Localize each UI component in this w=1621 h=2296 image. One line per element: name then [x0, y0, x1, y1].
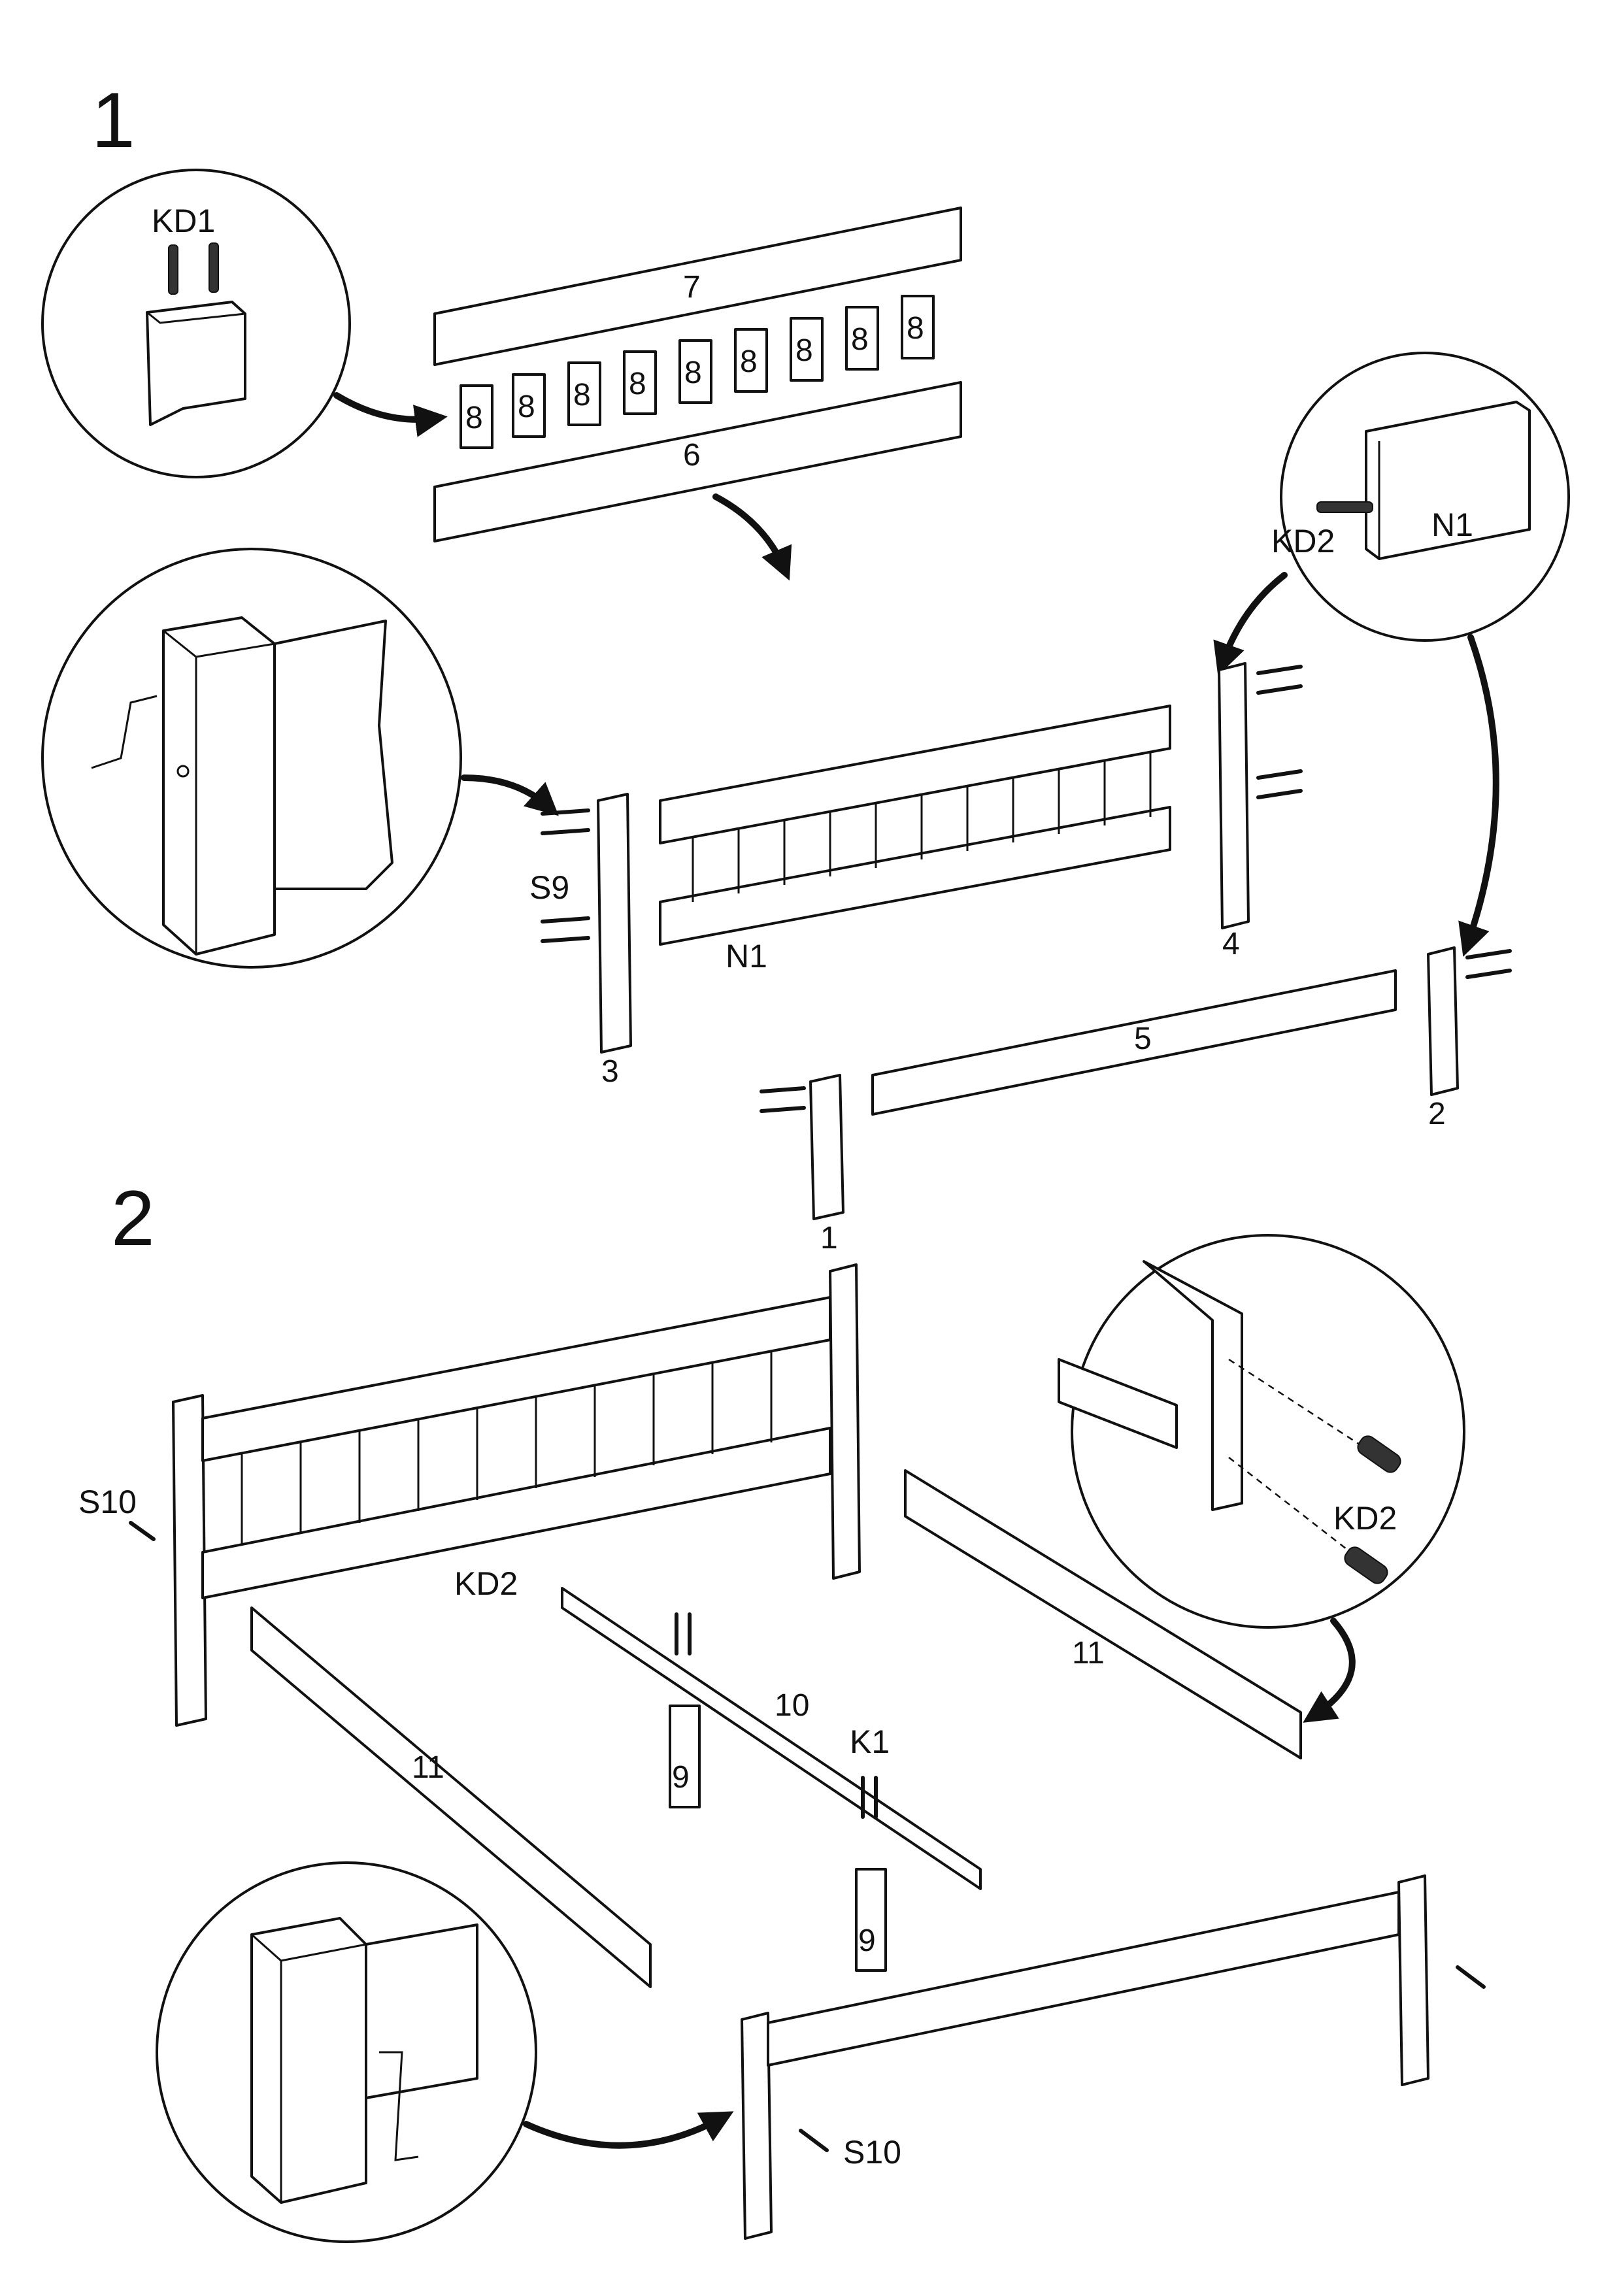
slat-detail: [146, 301, 246, 426]
label-kd2-step2: KD2: [454, 1565, 518, 1602]
svg-text:8: 8: [629, 367, 646, 401]
bolt-icon: [129, 1521, 1486, 2152]
part-7-label: 7: [683, 270, 701, 305]
detail-kd2-n1: KD2 N1: [1271, 352, 1570, 642]
svg-text:8: 8: [740, 344, 758, 379]
headboard-leg-right: [829, 1263, 861, 1580]
svg-text:8: 8: [851, 322, 869, 357]
arrow-icon: [333, 392, 448, 437]
svg-text:8: 8: [518, 390, 535, 424]
arrow-icon: [1303, 1618, 1356, 1723]
footboard-rail: [767, 1891, 1400, 2067]
part-2-label: 2: [1428, 1097, 1446, 1131]
slat-8: 8: [512, 373, 546, 438]
svg-text:8: 8: [465, 401, 483, 435]
part-3-label: 3: [601, 1054, 619, 1089]
arrow-icon: [1458, 634, 1499, 957]
detail-kd1: KD1: [41, 169, 351, 478]
dowel-icon: [1344, 1546, 1388, 1584]
part-6-label: 6: [683, 438, 701, 473]
dowel-icon: [168, 244, 178, 295]
support-leg-9: 9: [855, 1868, 887, 1972]
slat-8: 8: [678, 339, 712, 404]
detail-allen-key-footboard: [156, 1861, 537, 2243]
dowel-icon: [1357, 1435, 1401, 1473]
bolt-icon: [1465, 949, 1512, 979]
arrow-icon: [461, 774, 559, 816]
label-kd2: KD2: [1271, 523, 1335, 559]
label-s10-right: S10: [843, 2134, 901, 2171]
dowel-icon: [1316, 501, 1373, 513]
headboard-assembly-exploded: 7 6 8 8 8 8 8 8 8 8 8: [433, 207, 962, 542]
support-leg-9: 9: [669, 1705, 701, 1808]
slat-8: 8: [567, 361, 601, 426]
part-5-label: 5: [1134, 1022, 1152, 1056]
arrow-icon: [523, 2111, 734, 2149]
part-4-label: 4: [1222, 927, 1240, 961]
leg-2: [1427, 946, 1459, 1096]
part-10-label: 10: [775, 1688, 809, 1723]
leg-1: [809, 1074, 844, 1220]
allen-key-icon: [91, 695, 158, 769]
part-11-left-label: 11: [412, 1750, 444, 1785]
arrow-icon: [712, 493, 792, 581]
headboard-leg-left: [172, 1394, 207, 1727]
headboard-bottom-rail: [201, 1427, 831, 1599]
slat-8: 8: [734, 328, 768, 393]
svg-text:9: 9: [672, 1760, 690, 1795]
part-1-label: 1: [820, 1221, 838, 1256]
headboard-bottom-rail: [659, 806, 1171, 946]
screw-icon: [675, 1612, 878, 1819]
footboard-leg-right: [1397, 1874, 1429, 2086]
svg-text:8: 8: [573, 378, 591, 412]
dowel-icon: [209, 242, 219, 293]
svg-text:8: 8: [684, 356, 702, 390]
part-11-right-label: 11: [1072, 1636, 1105, 1671]
step-1-number: 1: [92, 76, 135, 164]
label-s9: S9: [529, 869, 569, 906]
label-kd2-detail: KD2: [1333, 1500, 1397, 1537]
slat-8: 8: [460, 384, 493, 449]
allen-key-icon: [379, 2051, 419, 2161]
slat-8: 8: [623, 350, 657, 415]
side-rail-11-right: 11: [904, 1469, 1302, 1759]
detail-allen-key: [41, 548, 462, 969]
label-n1: N1: [1431, 507, 1473, 543]
bed-footboard: [741, 1874, 1429, 2240]
bolt-icon: [760, 1086, 806, 1113]
bolt-icon: [1256, 665, 1303, 799]
arrow-icon: [1213, 572, 1288, 676]
svg-text:8: 8: [795, 333, 813, 368]
slat-8: 8: [790, 317, 824, 382]
slat-8: 8: [901, 295, 935, 359]
headboard-top-rail: [659, 705, 1171, 844]
label-s10-left: S10: [78, 1484, 137, 1520]
leg-3: [597, 793, 632, 1054]
side-rail-11-left: 11: [250, 1606, 652, 1988]
detail-kd2-rail: KD2: [1058, 1234, 1465, 1629]
label-k1: K1: [850, 1723, 890, 1760]
footboard-leg-left: [741, 2012, 773, 2240]
label-n1-assembly: N1: [726, 938, 767, 974]
rail-5: [871, 969, 1397, 1116]
rail-6: [433, 381, 962, 542]
footboard-exploded: 5 1 2: [760, 946, 1512, 1256]
leg-4: [1218, 662, 1250, 929]
step-2-number: 2: [111, 1174, 155, 1262]
svg-text:8: 8: [907, 311, 924, 346]
center-rail-10: 10: [561, 1587, 982, 1890]
bed-headboard: [172, 1263, 861, 1727]
label-kd1: KD1: [152, 203, 215, 239]
rail-7: [433, 207, 962, 366]
bolt-icon: [541, 808, 590, 943]
svg-text:9: 9: [858, 1923, 876, 1958]
slat-8: 8: [845, 306, 879, 371]
headboard-top-rail: [201, 1296, 831, 1462]
headboard-with-legs: 3 4 S9 N1: [529, 662, 1303, 1089]
